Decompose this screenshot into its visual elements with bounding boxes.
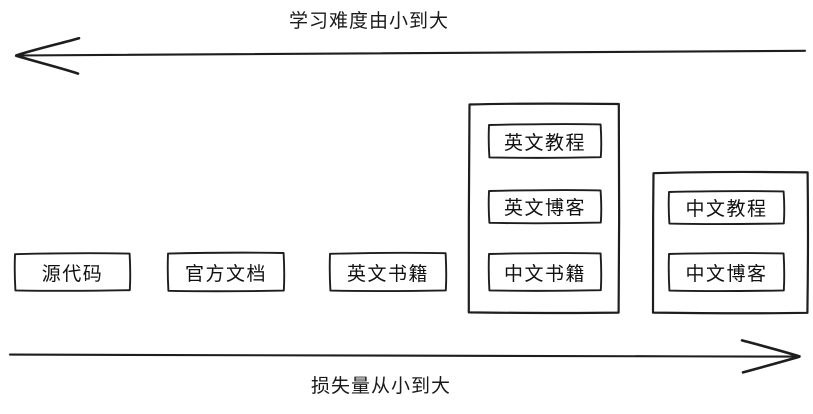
node-official-docs[interactable]: 官方文档 [184, 262, 267, 285]
chinese-group-outline [651, 170, 810, 315]
source-code-outline [13, 252, 132, 292]
english-tutorial-outline [487, 123, 603, 159]
node-english-blog[interactable]: 英文博客 [503, 197, 586, 219]
chinese-blog-outline [667, 252, 786, 292]
official-docs-outline [166, 251, 286, 293]
node-chinese-tutorial[interactable]: 中文教程 [685, 198, 768, 220]
node-source-code[interactable]: 源代码 [41, 262, 104, 285]
top-axis-label: 学习难度由小到大 [289, 10, 450, 32]
node-chinese-books[interactable]: 中文书籍 [503, 262, 586, 285]
node-english-books[interactable]: 英文书籍 [346, 262, 429, 285]
node-chinese-blog[interactable]: 中文博客 [685, 262, 768, 285]
chinese-books-outline [487, 252, 603, 292]
english-blog-outline [487, 189, 603, 225]
english-books-outline [328, 251, 448, 292]
bottom-axis-arrow [8, 339, 801, 374]
chinese-tutorial-outline [667, 190, 786, 225]
top-axis-arrow [14, 36, 807, 75]
english-group-outline [467, 102, 621, 315]
bottom-axis-label: 损失量从小到大 [311, 375, 452, 397]
node-english-tutorial[interactable]: 英文教程 [503, 131, 586, 154]
